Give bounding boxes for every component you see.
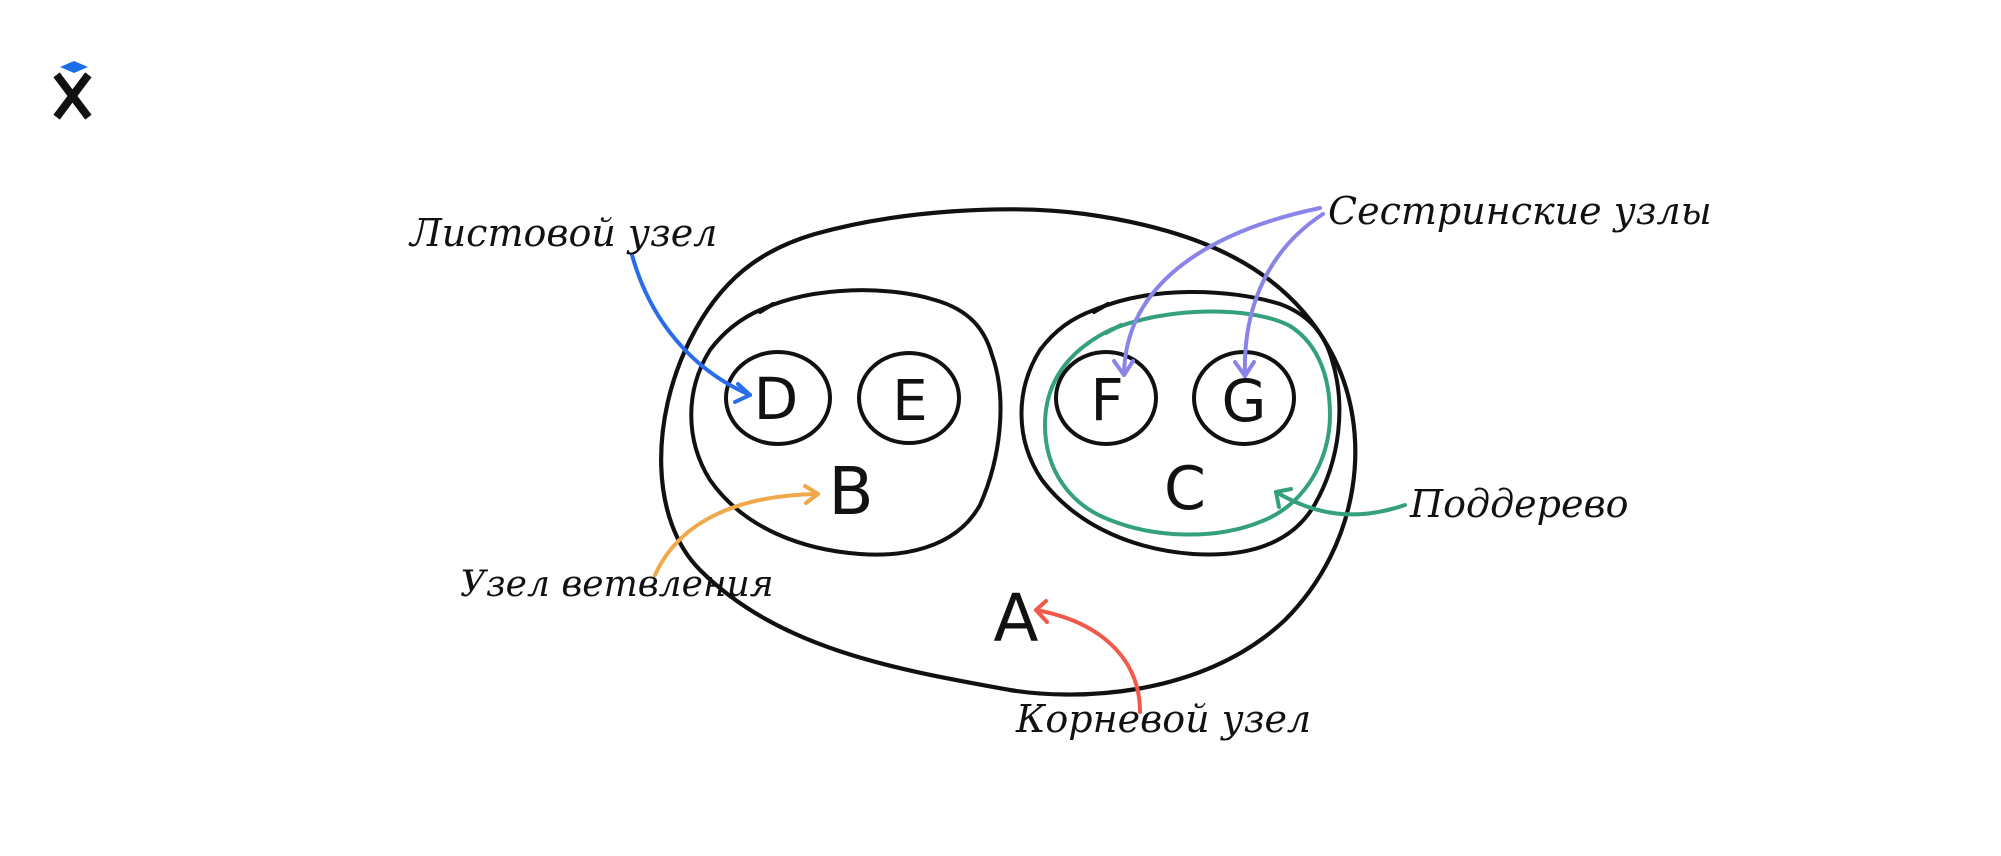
leaf-node-g-label: G [1222, 367, 1267, 435]
branch-node-b-outline [689, 288, 1003, 557]
subtree-outline-tail [1104, 323, 1123, 335]
branch-node-c-outline [1019, 290, 1342, 557]
subtree-arrowhead [1274, 487, 1293, 509]
branch-node-arrowhead [803, 484, 820, 505]
subtree-outline [1043, 309, 1332, 537]
subtree-arrow [1274, 490, 1407, 517]
subtree-annotation: Поддерево [1409, 482, 1628, 526]
leaf-node-f-label: F [1090, 366, 1123, 434]
leaf-node-arrow [630, 253, 752, 397]
sibling-nodes-annotation: Сестринские узлы [1328, 189, 1712, 233]
branch-node-c-label: C [1164, 454, 1206, 524]
leaf-node-e-outline [857, 351, 961, 445]
sibling-nodes-arrow-g [1242, 212, 1325, 378]
branch-node-b-label: B [828, 453, 873, 530]
branch-node-arrow [653, 492, 820, 577]
root-node-a-label: A [993, 580, 1038, 657]
leaf-node-d-outline [724, 350, 832, 446]
leaf-node-arrowhead [733, 382, 752, 404]
root-node-outline [659, 207, 1358, 697]
branch-node-annotation: Узел ветвления [460, 564, 774, 605]
leaf-node-annotation: Листовой узел [408, 211, 717, 255]
root-node-arrowhead [1034, 599, 1049, 624]
branch-node-b-tick [758, 302, 775, 314]
leaf-node-e-label: E [892, 369, 927, 434]
x-logo-icon [53, 61, 92, 120]
leaf-node-f-outline [1054, 350, 1158, 446]
root-node-arrow [1034, 608, 1142, 714]
logo-mark [53, 72, 92, 120]
root-node-annotation: Корневой узел [1015, 697, 1311, 741]
leaf-node-d-label: D [754, 365, 799, 433]
sibling-nodes-arrowhead-f [1112, 359, 1135, 377]
branch-node-c-tick [1092, 302, 1110, 314]
sibling-nodes-arrowhead-g [1233, 360, 1256, 378]
sibling-nodes-arrow-f [1122, 206, 1322, 377]
logo-accent [60, 61, 88, 73]
